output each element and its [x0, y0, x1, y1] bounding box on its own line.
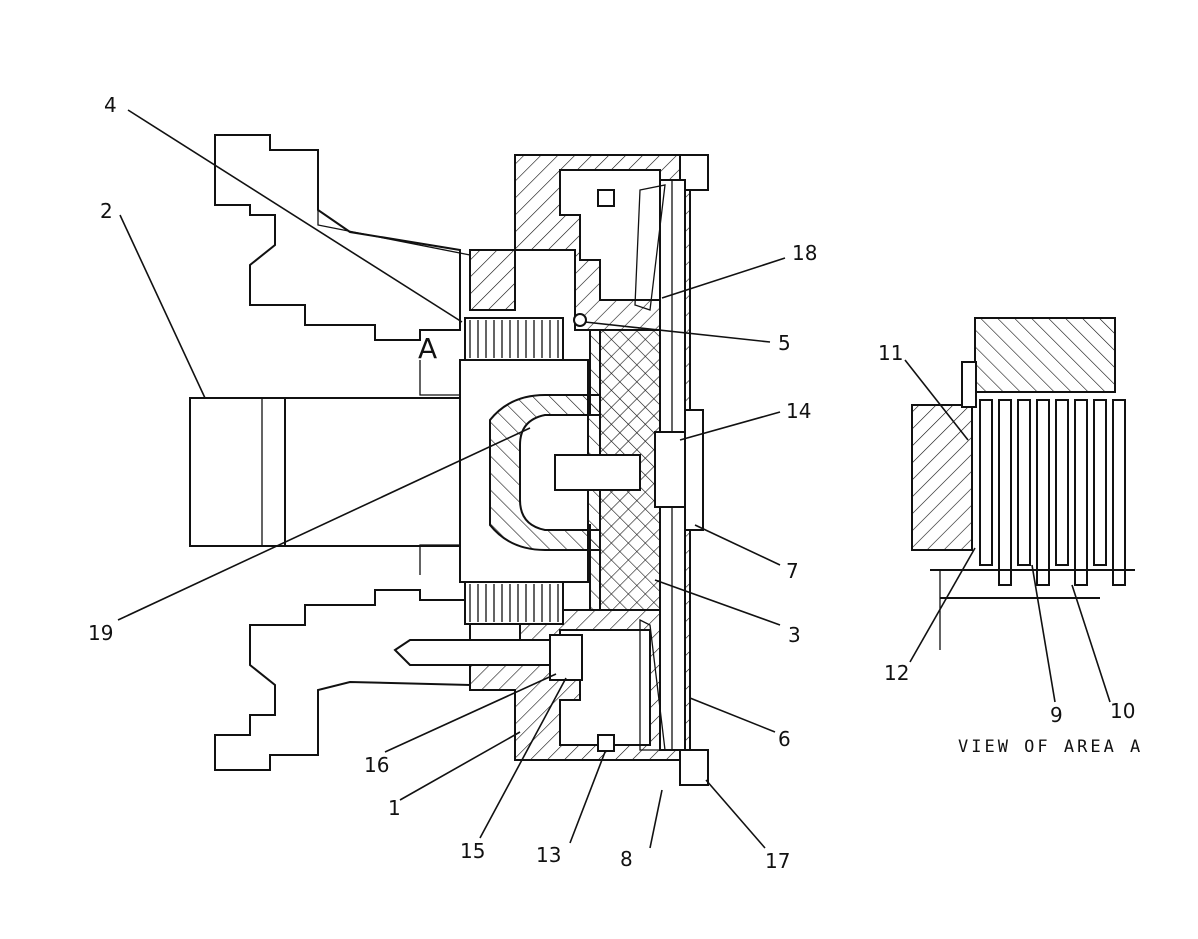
callout-10: 10	[1110, 699, 1135, 723]
callout-9: 9	[1050, 703, 1063, 727]
callout-11: 11	[878, 341, 903, 365]
callout-14: 14	[786, 399, 811, 423]
callout-labels: 4 2 19 18 5 14 7 3 6 16 1 15 13 8 17 11 …	[88, 93, 1135, 873]
callout-17: 17	[765, 849, 790, 873]
callout-19: 19	[88, 621, 113, 645]
leader-lines	[117, 109, 1111, 849]
callout-13: 13	[536, 843, 561, 867]
dowel-bolt	[393, 634, 583, 681]
callout-18: 18	[792, 241, 817, 265]
friction-plate	[998, 399, 1012, 586]
friction-plate	[1074, 399, 1088, 586]
friction-plate	[1036, 399, 1050, 586]
friction-plate	[1093, 399, 1107, 566]
retainer-spring-lower	[639, 618, 666, 751]
detail-view-area-a	[911, 317, 1135, 650]
callout-16: 16	[364, 753, 389, 777]
callout-4: 4	[104, 93, 117, 117]
callout-8: 8	[620, 847, 633, 871]
callout-1: 1	[388, 796, 401, 820]
friction-plate	[979, 399, 993, 566]
spring-pack-lower	[464, 581, 564, 625]
callout-7: 7	[786, 559, 799, 583]
callout-3: 3	[788, 623, 801, 647]
retainer-spring-18	[634, 184, 666, 311]
callout-12: 12	[884, 661, 909, 685]
center-bolt	[654, 409, 704, 531]
callout-6: 6	[778, 727, 791, 751]
seal-block-top	[597, 189, 615, 207]
callout-15: 15	[460, 839, 485, 863]
friction-plate	[1055, 399, 1069, 566]
snap-ring-5	[573, 313, 587, 327]
friction-plate	[1112, 399, 1126, 586]
view-caption: VIEW OF AREA A	[958, 737, 1143, 757]
drive-shaft	[189, 397, 460, 547]
callout-5: 5	[778, 331, 791, 355]
friction-plate	[1017, 399, 1031, 566]
spring-pack-upper	[464, 317, 564, 361]
callout-2: 2	[100, 199, 113, 223]
section-marker: A	[418, 332, 437, 365]
seal-block-bottom	[597, 734, 615, 752]
